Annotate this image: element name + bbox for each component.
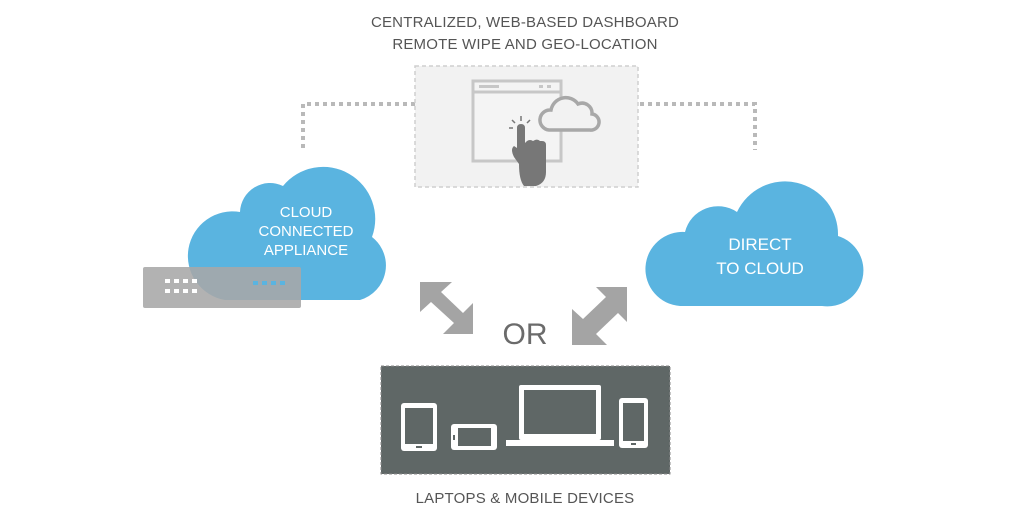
right-dotted-connector xyxy=(640,102,757,150)
left-cloud-line1: CLOUD xyxy=(279,204,333,221)
dashboard-box xyxy=(414,65,639,188)
devices-panel xyxy=(380,365,671,475)
cloud-outline-icon xyxy=(538,95,601,132)
right-cloud-line2: TO CLOUD xyxy=(716,259,804,278)
devices-caption: LAPTOPS & MOBILE DEVICES xyxy=(415,490,635,507)
left-cloud-line3: APPLIANCE xyxy=(263,242,349,259)
left-cloud-label: CLOUD CONNECTED APPLIANCE xyxy=(248,203,364,260)
right-cloud-label: DIRECT TO CLOUD xyxy=(695,233,825,281)
appliance-icon xyxy=(143,267,301,308)
phone-icon xyxy=(619,398,648,448)
right-double-arrow xyxy=(572,287,627,345)
dotted-connectors xyxy=(301,102,757,150)
pointing-hand-icon xyxy=(509,116,546,186)
left-cloud xyxy=(187,166,386,300)
or-label: OR xyxy=(502,318,548,351)
phone-icon xyxy=(451,424,497,450)
left-dotted-connector xyxy=(301,102,415,150)
dashboard-caption-line1: CENTRALIZED, WEB-BASED DASHBOARD xyxy=(370,14,680,31)
dashboard-caption-line2: REMOTE WIPE AND GEO-LOCATION xyxy=(392,36,658,53)
left-double-arrow xyxy=(420,282,473,334)
dashboard-caption: CENTRALIZED, WEB-BASED DASHBOARD REMOTE … xyxy=(315,12,735,56)
tablet-icon xyxy=(401,403,437,451)
right-cloud xyxy=(645,181,864,307)
right-cloud-line1: DIRECT xyxy=(728,235,792,254)
left-cloud-line2: CONNECTED xyxy=(258,223,354,240)
laptop-icon xyxy=(506,385,614,446)
